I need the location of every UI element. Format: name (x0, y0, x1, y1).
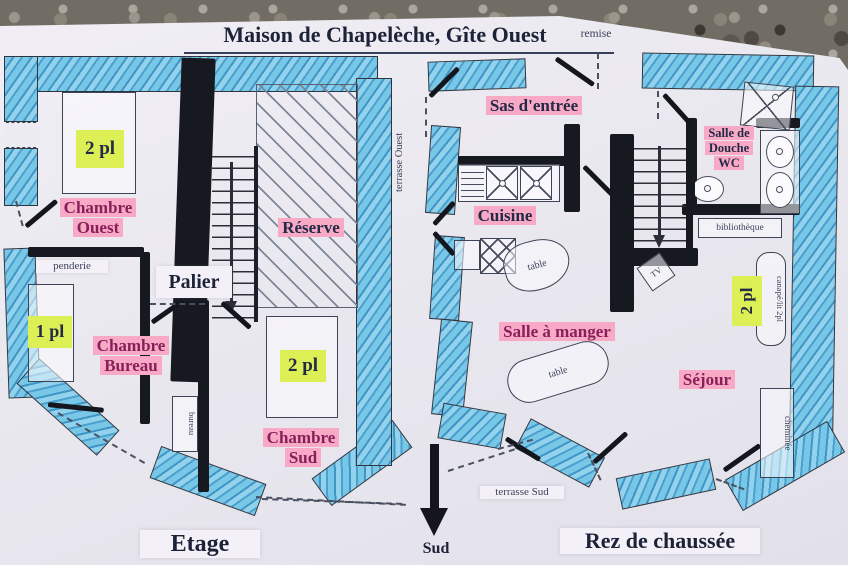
table-label: table (526, 257, 548, 273)
fireplace-label: cheminée (783, 415, 793, 451)
wall (424, 125, 462, 215)
landing-label: Palier (168, 271, 220, 293)
interior-wall (564, 124, 580, 212)
compass-label: Sud (422, 540, 450, 557)
room-name: Chambre Ouest (59, 198, 137, 238)
south-arrow-head (420, 508, 448, 536)
room-name: Réserve (278, 218, 344, 237)
wall (4, 148, 38, 206)
room-name: Sas d'entrée (485, 96, 583, 115)
interior-wall (198, 300, 209, 492)
closet-label: penderie (53, 260, 91, 272)
label-remise: remise (564, 28, 628, 42)
room-name: Séjour (678, 370, 736, 389)
counter-edge-wall (458, 156, 572, 166)
label-terrasse-sud: terrasse Sud (480, 486, 564, 499)
shower (739, 81, 795, 131)
bookcase-label: bibliothèque (716, 223, 764, 233)
sink (486, 166, 518, 200)
wall (356, 78, 392, 466)
room-name: Chambre Sud (262, 428, 340, 468)
toilet (692, 176, 724, 202)
bed-capacity: 2 pl (84, 137, 116, 159)
label-chambre-bureau: Chambre Bureau (80, 336, 182, 376)
stair-wall (610, 134, 634, 312)
bookcase: bibliothèque (698, 218, 782, 238)
terrace-label: terrasse Ouest (394, 132, 405, 192)
label-chambre-ouest: Chambre Ouest (48, 198, 148, 238)
desk-label: bureau (187, 412, 197, 436)
window-opening (6, 122, 36, 148)
label-rez-de-chaussee: Rez de chaussée (560, 528, 760, 554)
drainer (461, 167, 484, 199)
room-name-line: Salle de (704, 126, 754, 140)
label-terrasse-ouest: terrasse Ouest (394, 92, 412, 232)
label-bed-bureau: 1 pl (28, 316, 72, 348)
toilet-tank (688, 180, 695, 198)
room-name: Salle à manger (499, 322, 615, 341)
sofa-bed-label: canapé/lit 2pl (775, 275, 785, 323)
label-bed-sejour: 2 pl (732, 276, 762, 326)
door-swing (657, 91, 659, 119)
desk-bureau: bureau (172, 396, 198, 452)
tv-label: TV (648, 264, 664, 280)
sink (520, 166, 552, 200)
door-swing (425, 97, 427, 137)
label-salle-de-douche: Salle de Douche WC (696, 126, 762, 170)
bed-capacity: 1 pl (35, 321, 65, 342)
room-name-line: Douche (704, 140, 754, 155)
label-penderie: penderie (36, 260, 108, 273)
floor-name: Rez de chaussée (584, 528, 736, 553)
bed-capacity: 2 pl (736, 287, 756, 315)
label-bed-sud: 2 pl (280, 350, 326, 382)
fireplace: cheminée (760, 388, 794, 478)
south-arrow (430, 444, 439, 510)
page-title: Maison de Chapelèche, Gîte Ouest (223, 22, 547, 47)
label-etage: Etage (140, 530, 260, 559)
reserve-area (256, 84, 358, 308)
staircase-etage (212, 146, 258, 322)
label-chambre-sud: Chambre Sud (250, 428, 356, 468)
washbasin (766, 136, 794, 168)
label-sas-entree: Sas d'entrée (472, 96, 596, 116)
counter (454, 240, 480, 270)
palier-dashed-line (150, 303, 205, 305)
label-cuisine: Cuisine (464, 206, 546, 226)
interior-wall (686, 118, 697, 208)
title-underline (184, 52, 614, 54)
room-name: Chambre Bureau (92, 336, 170, 376)
interior-wall (682, 204, 800, 215)
door-swing (597, 53, 599, 89)
label-bed-ouest: 2 pl (76, 130, 124, 168)
interior-wall (28, 247, 144, 257)
floor-name: Etage (170, 531, 230, 557)
bed-capacity: 2 pl (287, 354, 319, 376)
label-salle-a-manger: Salle à manger (486, 322, 628, 342)
label-sud: Sud (406, 540, 466, 559)
terrace-label: terrasse Sud (495, 486, 549, 498)
stair-down-arrow (653, 146, 664, 248)
label-reserve: Réserve (268, 218, 354, 238)
room-name: Cuisine (473, 206, 537, 225)
table-label: table (547, 363, 569, 381)
label-sejour: Séjour (666, 370, 748, 390)
room-name-line: WC (714, 155, 744, 170)
wall (4, 56, 38, 122)
label-palier: Palier (156, 266, 232, 298)
shed-label: remise (580, 28, 612, 40)
washbasin (766, 172, 794, 208)
